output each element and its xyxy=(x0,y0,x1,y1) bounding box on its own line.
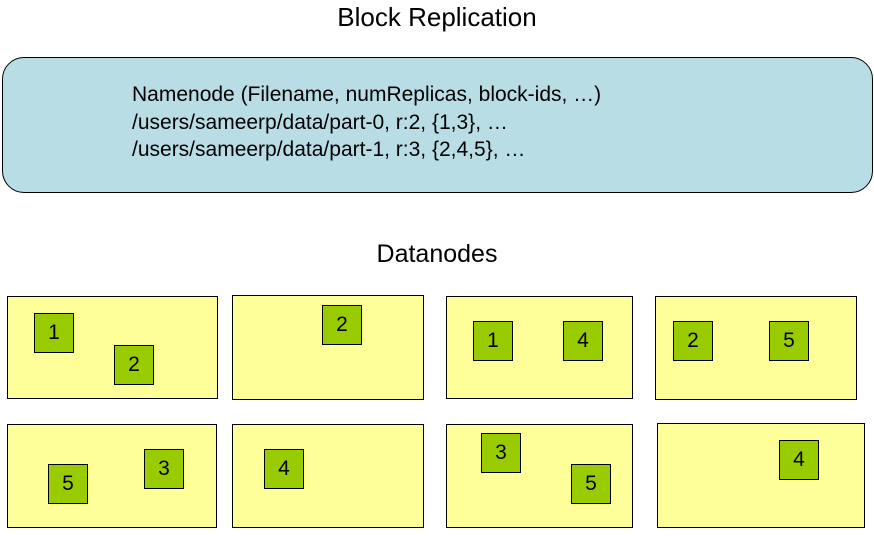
block-4: 4 xyxy=(264,449,304,489)
datanodes-label: Datanodes xyxy=(376,240,498,268)
block-5: 5 xyxy=(769,321,809,361)
block-1: 1 xyxy=(473,321,513,361)
block-1: 1 xyxy=(34,313,74,353)
diagram-title: Block Replication xyxy=(337,2,537,32)
block-5: 5 xyxy=(48,464,88,504)
block-4: 4 xyxy=(779,440,819,480)
namenode-header-line: Namenode (Filename, numReplicas, block-i… xyxy=(132,83,602,106)
namenode-file-line-part0: /users/sameerp/data/part-0, r:2, {1,3}, … xyxy=(132,110,508,134)
block-2: 2 xyxy=(673,321,713,361)
namenode-text: Namenode (Filename, numReplicas, block-i… xyxy=(132,81,601,164)
namenode-box: Namenode (Filename, numReplicas, block-i… xyxy=(2,57,873,193)
block-3: 3 xyxy=(144,449,184,489)
block-2: 2 xyxy=(114,345,154,385)
datanode-box-6: 4 xyxy=(232,424,424,528)
block-5: 5 xyxy=(571,464,611,504)
block-3: 3 xyxy=(481,433,521,473)
datanode-box-2: 2 xyxy=(232,295,424,400)
namenode-file-line-part1: /users/sameerp/data/part-1, r:3, {2,4,5}… xyxy=(132,138,526,161)
datanode-box-8: 4 xyxy=(657,423,865,528)
block-4: 4 xyxy=(563,321,603,361)
block-2: 2 xyxy=(322,305,362,345)
